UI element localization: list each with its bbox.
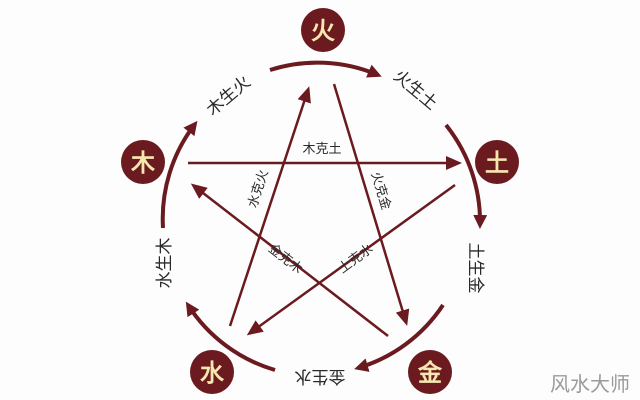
node-wood: 木	[121, 140, 165, 184]
line-metal-wood	[190, 183, 389, 337]
line-water-fire	[228, 86, 311, 327]
node-water: 水	[190, 350, 234, 394]
node-fire-label: 火	[311, 17, 335, 45]
label-water-fire: 水克火	[246, 168, 272, 210]
line-fire-metal	[332, 83, 410, 326]
arc-wood-fire	[160, 120, 198, 229]
node-metal: 金	[408, 350, 452, 394]
label-wood-fire: 木生火	[203, 72, 255, 120]
node-earth-label: 土	[485, 149, 509, 177]
arc-fire-top	[269, 60, 382, 78]
arc-fire-earth	[444, 123, 488, 229]
label-metal-water: 金生水	[295, 366, 346, 386]
node-fire: 火	[301, 8, 345, 52]
label-metal-wood: 金克木	[265, 241, 306, 278]
node-metal-label: 金	[417, 359, 443, 387]
node-wood-label: 木	[130, 149, 156, 177]
watermark: 风水大师	[550, 372, 630, 396]
node-earth: 土	[475, 140, 519, 184]
label-earth-metal: 土生金	[465, 243, 485, 294]
label-wood-earth: 木克土	[302, 142, 341, 157]
label-earth-water: 土克水	[336, 242, 376, 277]
line-earth-water	[246, 183, 456, 336]
arc-metal-water	[185, 301, 276, 372]
node-water-label: 水	[200, 359, 225, 387]
label-water-wood: 水生木	[155, 238, 175, 289]
arc-earth-metal	[354, 303, 445, 372]
label-fire-earth: 火生土	[389, 66, 441, 114]
